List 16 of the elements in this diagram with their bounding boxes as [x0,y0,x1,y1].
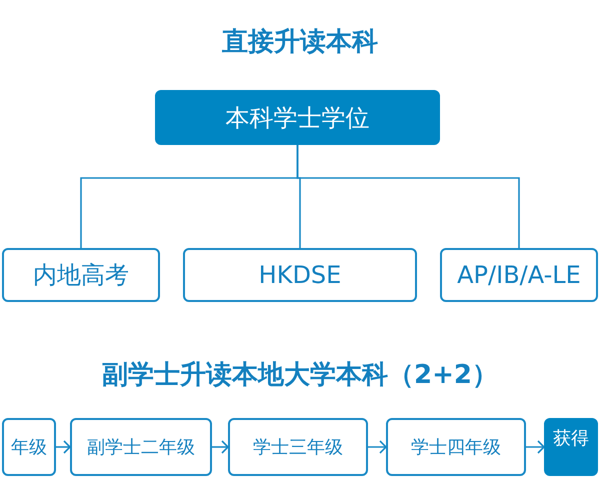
arrow [212,440,229,454]
title: 直接升读本科 [221,26,379,59]
year-box: 学士三年级 [228,418,368,476]
year-box: 学士四年级 [386,418,526,476]
arrow [368,440,387,454]
entry-route-box: HKDSE [183,248,417,302]
section-heading: 副学士升读本地大学本科（2+2） [101,359,499,392]
arrow [526,440,545,454]
outcome-box: 获得 [544,418,598,476]
entry-route-box: 内地高考 [2,248,160,302]
year-box: 副学士二年级 [70,418,212,476]
degree-box: 本科学士学位 [155,90,440,145]
entry-route-box: AP/IB/A-LE [440,248,598,302]
arrow [56,440,71,454]
tree-connector [296,145,520,248]
year-box: 年级 [2,418,56,476]
